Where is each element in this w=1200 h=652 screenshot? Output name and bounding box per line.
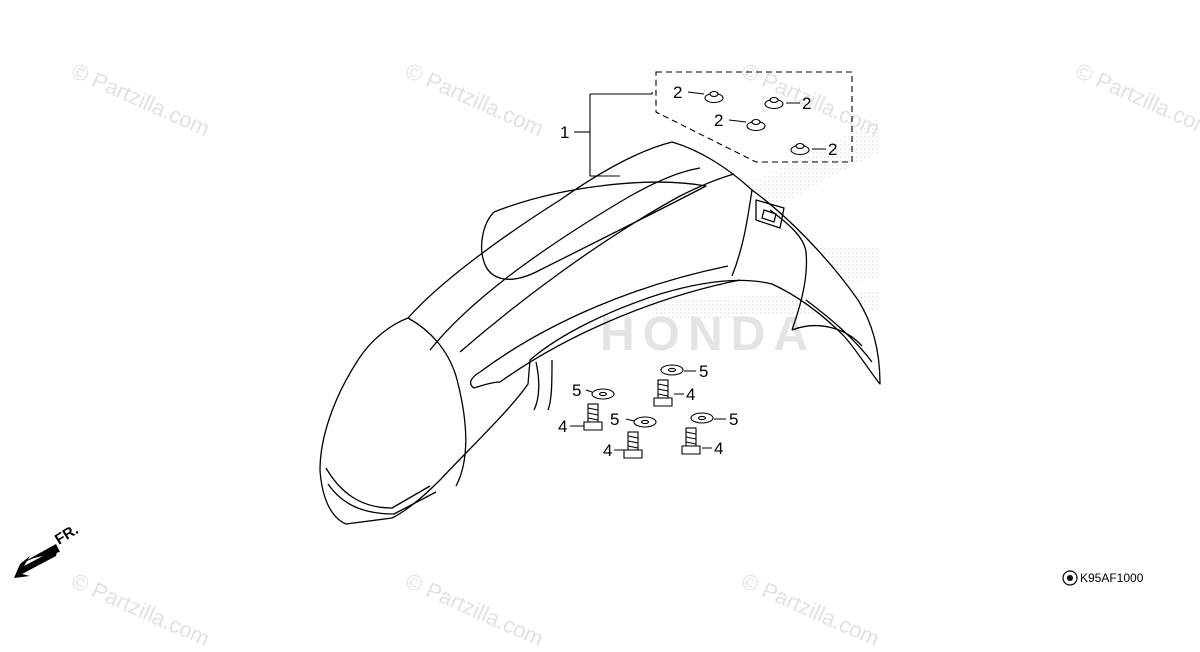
callout-4-c: 4 [603, 441, 612, 460]
front-direction-arrow-icon [14, 544, 60, 578]
callout-5-a: 5 [572, 381, 581, 400]
callout-2-c: 2 [714, 111, 723, 130]
flange-bolt-icon [583, 379, 701, 459]
callout-4-a: 4 [558, 417, 567, 436]
callout-2-b: 2 [802, 94, 811, 113]
bolt-set-dashed-box [655, 71, 853, 163]
copyright-seal-icon [1062, 570, 1078, 586]
honda-brand-watermark: HONDA [600, 308, 816, 361]
clip-nut-icon [704, 90, 810, 156]
callout-4-b: 4 [686, 385, 695, 404]
callout-2-a: 2 [673, 83, 682, 102]
callout-1: 1 [560, 123, 569, 142]
diagram-code: K95AF1000 [1080, 571, 1144, 585]
fender-assembly-bracket [574, 92, 653, 177]
washer-icon [591, 364, 714, 428]
callout-2-d: 2 [828, 140, 837, 159]
callout-5-b: 5 [699, 362, 708, 381]
callout-5-c: 5 [610, 410, 619, 429]
callout-4-d: 4 [714, 439, 723, 458]
front-fender [319, 141, 881, 525]
callout-5-d: 5 [729, 410, 738, 429]
parts-diagram: HONDA [14, 71, 1078, 586]
